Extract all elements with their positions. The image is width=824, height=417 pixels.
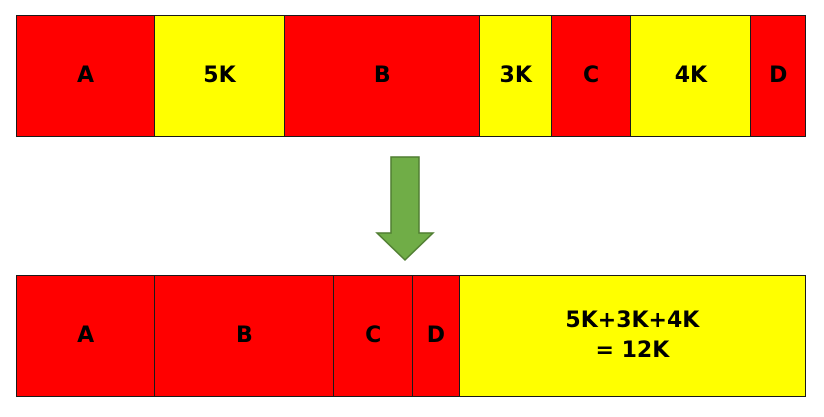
before-segment-used: D [751,16,806,136]
memory-after-bar: A B C D 5K+3K+4K = 12K [16,275,806,397]
before-segment-free: 4K [631,16,752,136]
down-arrow-shape [375,156,435,262]
segment-label: B [235,323,253,349]
after-segment-used: A [17,276,156,396]
segment-label: D [769,63,788,89]
segment-label: D [426,323,446,349]
segment-label: 4K [674,63,708,89]
memory-before-bar: A 5K B 3K C 4K D [16,15,806,137]
segment-label: 5K [203,63,236,89]
before-segment-used: A [17,16,155,136]
segment-label: C [365,323,382,349]
before-segment-free: 5K [154,16,285,136]
before-segment-free: 3K [480,16,552,136]
before-segment-used: C [551,16,632,136]
before-segment-used: B [284,16,481,136]
segment-label: A [77,323,95,349]
segment-label: B [373,63,391,89]
after-segment-free: 5K+3K+4K = 12K [459,276,805,396]
segment-label: A [76,63,94,89]
after-segment-used: B [155,276,335,396]
down-arrow-icon [375,156,435,262]
segment-label: 5K+3K+4K = 12K [565,308,700,363]
after-segment-used: D [413,276,460,396]
segment-label: C [583,63,600,89]
segment-label: 3K [499,63,532,89]
after-segment-used: C [334,276,413,396]
